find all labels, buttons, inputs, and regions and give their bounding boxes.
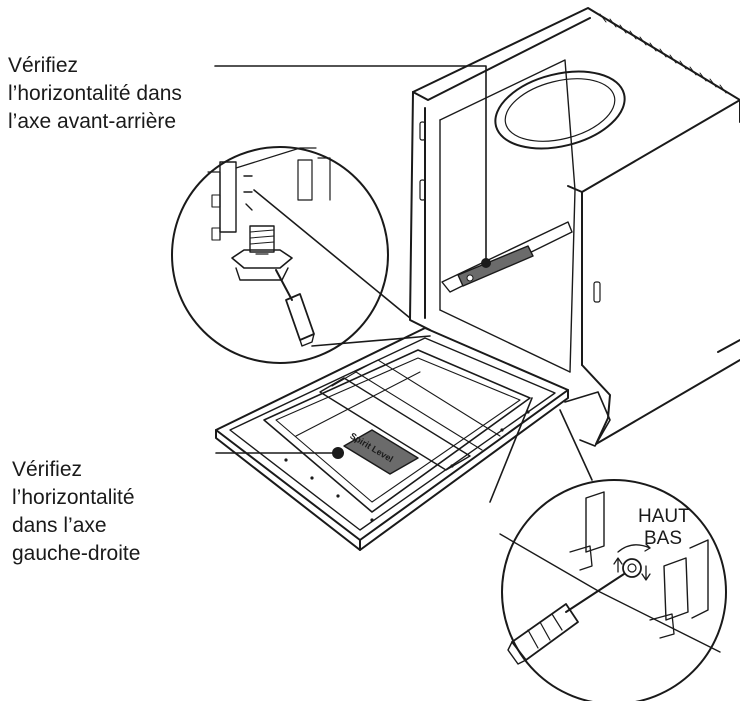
callout-line: Vérifiez (8, 54, 79, 77)
spirit-level-cabinet (457, 245, 534, 287)
callout-line: dans l’axe (12, 514, 107, 537)
label-up: HAUT (638, 506, 690, 527)
zoom-lens-foot (171, 146, 431, 364)
callout-line: Vérifiez (12, 458, 83, 481)
open-door (215, 327, 569, 551)
callout-line: l’horizontalité (12, 486, 135, 509)
callout-left-right-level: Vérifiez l’horizontalité dans l’axe gauc… (12, 456, 140, 568)
top-vent-hatching (599, 13, 727, 94)
callout-line: l’horizontalité dans (8, 82, 182, 105)
callout-line: l’axe avant-arrière (8, 110, 177, 133)
callout-front-back-level: Vérifiez l’horizontalité dans l’axe avan… (8, 52, 182, 136)
spirit-level-door: Spirit Level (332, 429, 419, 475)
label-down: BAS (644, 528, 682, 549)
leader-line-top (214, 65, 487, 264)
zoom-lens-height: HAUT BAS (489, 397, 727, 701)
callout-line: gauche-droite (12, 542, 141, 565)
dishwasher-cabinet (409, 7, 740, 447)
